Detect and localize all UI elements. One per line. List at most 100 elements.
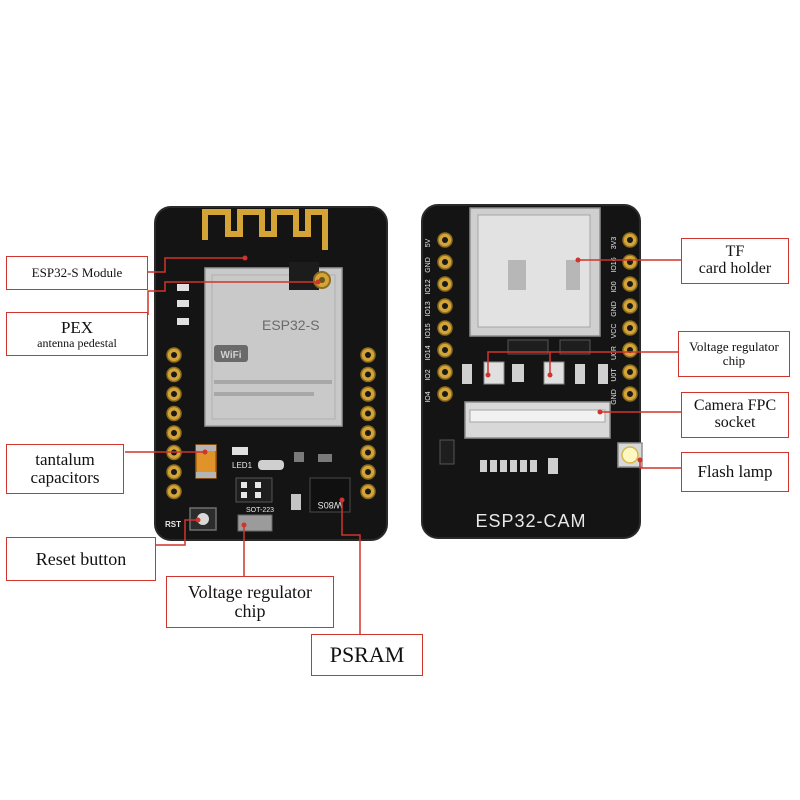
smd-pad: [530, 460, 537, 472]
shield-text-line: [214, 380, 332, 384]
psram-chip: [309, 477, 351, 513]
smd-part: [439, 439, 455, 465]
rst-label: RST: [165, 520, 181, 529]
pin-label: IO15: [425, 323, 432, 338]
regulator-chip-a: [483, 361, 505, 385]
smd-part: [575, 364, 585, 384]
pin-label: GND: [611, 301, 618, 317]
leader-flash: [639, 460, 681, 469]
callout-text: capacitors: [30, 468, 100, 487]
callout-text: Voltage regulator: [187, 582, 313, 603]
pcb-antenna: [202, 209, 328, 250]
header-pin-hole: [171, 469, 177, 475]
pin-label: 3V3: [611, 237, 618, 250]
header-pin-hole: [171, 488, 177, 495]
header-pin-hole: [365, 371, 371, 378]
tantalum-terminal: [196, 472, 216, 478]
smd-part: [241, 482, 247, 488]
pin-label: U0R: [611, 346, 618, 360]
header-pin-hole: [442, 281, 448, 287]
pin-label: 5V: [425, 238, 432, 247]
callout-pex: PEX antenna pedestal: [6, 312, 148, 356]
reset-button-cap: [197, 513, 209, 525]
callout-flash-lamp: Flash lamp: [681, 452, 789, 492]
product-name: ESP32-CAM: [475, 511, 586, 531]
pin-label: U0T: [611, 368, 618, 382]
smd-part: [294, 452, 304, 462]
shield-inner-edge: [211, 274, 336, 420]
pin-label: VCC: [611, 324, 618, 339]
smd-pad: [500, 460, 507, 472]
smd-part: [255, 482, 261, 488]
smd-part: [255, 492, 261, 498]
header-pin-hole: [171, 391, 177, 397]
callout-text: Camera FPC: [693, 397, 777, 415]
callout-text: antenna pedestal: [37, 335, 117, 350]
smd-part: [512, 364, 524, 382]
wifi-logo-text: WiFi: [220, 350, 241, 361]
header-pin-hole: [442, 259, 448, 265]
front-board: ESP32-S WiFi LED1: [154, 206, 388, 541]
smd-resistor: [258, 460, 284, 470]
regulator-chip-label: SOT-223: [246, 507, 274, 514]
front-left-header: [166, 347, 182, 500]
smd-part: [318, 454, 332, 462]
callout-text: PEX: [60, 317, 94, 337]
psram-marking: W80S: [318, 500, 343, 510]
header-pin-hole: [442, 237, 448, 243]
pin-label: IO4: [425, 391, 432, 402]
tf-holder-spring: [566, 260, 580, 290]
smd-part: [598, 364, 608, 384]
pin-label: IO2: [425, 369, 432, 380]
smd-part: [462, 364, 472, 384]
wifi-logo-box: [214, 345, 248, 362]
callout-text: card holder: [698, 260, 772, 277]
header-pin-hole: [442, 347, 448, 353]
callout-text: chip: [722, 353, 746, 368]
module-name-text: ESP32-S: [262, 317, 320, 333]
callout-text: chip: [234, 601, 266, 621]
callout-tf-card-holder: TF card holder: [681, 238, 789, 284]
header-pin-hole: [627, 237, 633, 243]
tantalum-terminal: [196, 445, 216, 451]
callout-tantalum: tantalum capacitors: [6, 444, 124, 494]
back-left-header: [437, 232, 453, 402]
leader-vreg-back: [487, 351, 678, 375]
led1: [232, 447, 248, 455]
smd-part: [177, 318, 189, 325]
fpc-latch: [469, 409, 606, 423]
pin-label: GND: [425, 257, 432, 273]
leader-psram: [341, 500, 361, 636]
header-pin-hole: [365, 410, 371, 417]
header-pin-hole: [171, 352, 177, 358]
header-pin-hole: [442, 303, 448, 309]
callout-vreg-front: Voltage regulator chip: [166, 576, 334, 628]
pin-label: GND: [611, 389, 618, 405]
regulator-chip-b: [543, 361, 565, 385]
callout-text: Flash lamp: [697, 462, 773, 482]
shield-text-line: [214, 392, 314, 396]
callout-text: Reset button: [35, 548, 127, 569]
smd-part: [548, 458, 558, 474]
header-pin-hole: [627, 391, 633, 397]
header-pin-hole: [442, 325, 448, 331]
header-pin-hole: [365, 352, 371, 358]
callout-reset-button: Reset button: [6, 537, 156, 581]
header-pin-hole: [442, 391, 448, 397]
callout-text: socket: [714, 414, 756, 431]
back-pad-row: [480, 460, 537, 472]
callout-text: ESP32-S Module: [31, 265, 123, 281]
callout-esp32s-module: ESP32-S Module: [6, 256, 148, 290]
smd-part: [177, 300, 189, 307]
regulator-area: [235, 477, 273, 503]
pin-label: IO14: [425, 345, 432, 360]
smd-part: [291, 494, 301, 510]
pin-label: IO13: [425, 301, 432, 316]
callout-camera-fpc-socket: Camera FPC socket: [681, 392, 789, 438]
tf-holder-spring: [508, 260, 526, 290]
header-pin-hole: [365, 469, 371, 475]
